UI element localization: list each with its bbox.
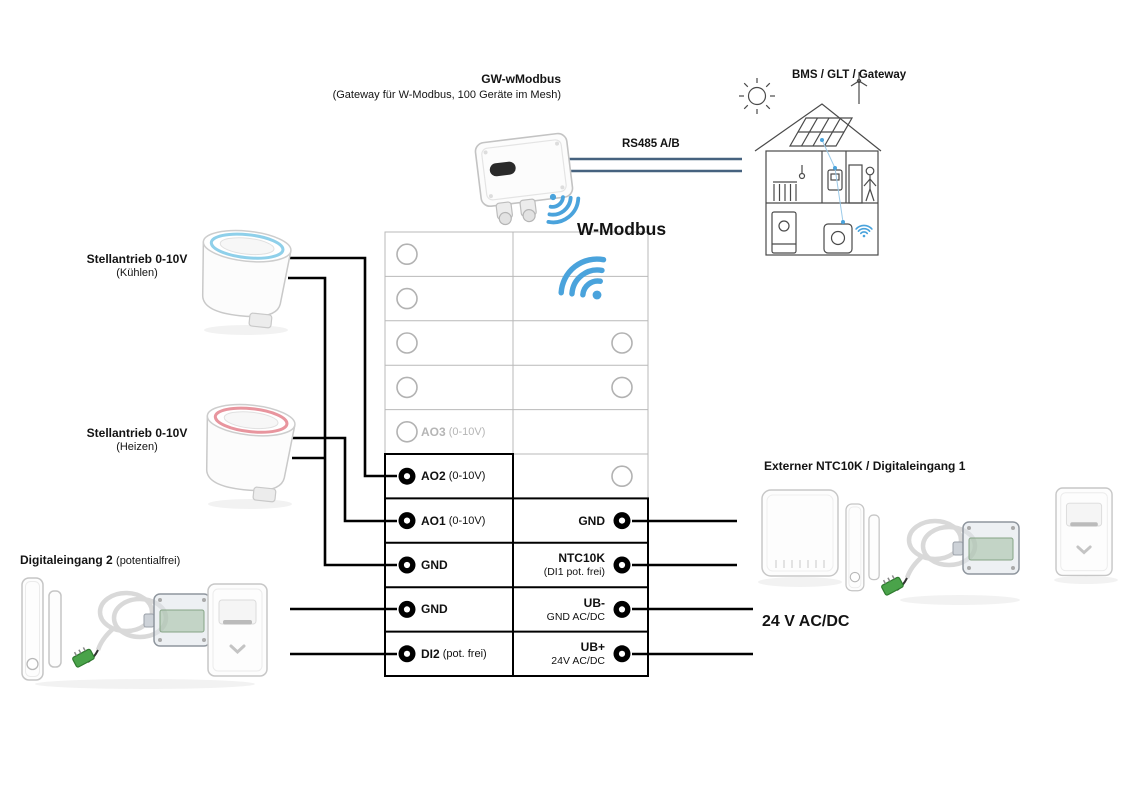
terminal-cell-ub-minus: UB- GND AC/DC [513, 587, 607, 631]
cooling-title: Stellantrieb 0-10V [86, 252, 188, 266]
terminal-name: UB- [583, 595, 605, 610]
radiator-icon [773, 165, 806, 201]
cooling-subtitle: (Kühlen) [116, 267, 158, 279]
digital-input2-subtitle: (potentialfrei) [116, 555, 181, 567]
digital-input2-title: Digitaleingang 2 [20, 553, 113, 567]
mesh-links [821, 139, 844, 223]
thermostat-icon [827, 169, 843, 191]
terminal-cell-gnd-right: GND [513, 498, 607, 542]
wind-turbine-icon [850, 72, 868, 104]
wire-heating-ao1 [292, 436, 397, 523]
terminal-sub: (DI1 pot. frei) [543, 566, 605, 579]
terminal-cell-gnd-b: GND [421, 587, 509, 631]
gateway-title: GW-wModbus [481, 72, 561, 86]
cooling-actuator-label: Stellantrieb 0-10V (Kühlen) [57, 252, 217, 281]
table-wifi-icon [554, 250, 621, 315]
terminal-range: (0-10V) [448, 470, 486, 483]
terminal-name: UB+ [580, 640, 605, 655]
bms-label: BMS / GLT / Gateway [792, 69, 907, 81]
terminal-name: AO3 [421, 424, 446, 439]
wire-cooling-ao2 [288, 256, 397, 478]
terminal-cell-ao3: AO3 (0-10V) [421, 410, 509, 454]
boiler-icon [771, 211, 797, 254]
terminal-sub: GND AC/DC [546, 610, 605, 623]
rs485-lines [566, 157, 742, 173]
terminal-cell-di2: DI2 (pot. frei) [421, 632, 509, 676]
terminal-name: GND [421, 557, 448, 572]
wmodbus-label: W-Modbus [577, 219, 667, 239]
card-switch-left-image [206, 582, 269, 678]
terminal-name: GND [578, 513, 605, 528]
door-contact-left-image [21, 577, 62, 681]
terminal-range: (pot. frei) [442, 647, 487, 660]
terminal-name: NTC10K [558, 551, 605, 566]
room-sensor-image [761, 489, 839, 577]
terminal-name: AO1 [421, 513, 446, 528]
actuator-heating-image [198, 399, 298, 505]
cable-probe-right-image [879, 521, 1019, 596]
gateway-subtitle: (Gateway für W-Modbus, 100 Geräte im Mes… [332, 89, 561, 101]
terminal-cell-ntc10k: NTC10K (DI1 pot. frei) [513, 543, 607, 587]
person-at-door-icon [848, 164, 877, 204]
wire-cooling-gnd [288, 276, 397, 567]
terminal-cell-ao2: AO2 (0-10V) [421, 454, 509, 498]
terminal-range: (0-10V) [448, 425, 486, 438]
terminal-cell-ao1: AO1 (0-10V) [421, 498, 509, 542]
rs485-label: RS485 A/B [622, 138, 680, 150]
terminal-cell-gnd-a: GND [421, 543, 509, 587]
heating-actuator-label: Stellantrieb 0-10V (Heizen) [57, 426, 217, 455]
actuator-cooling-image [194, 225, 294, 331]
card-switch-right-image [1054, 486, 1114, 577]
heating-title: Stellantrieb 0-10V [86, 426, 188, 440]
signal-wires [288, 256, 753, 656]
terminal-circles-active [398, 467, 631, 663]
bms-building-illustration [739, 72, 882, 256]
terminal-circles-unused [396, 243, 633, 488]
device-shadows [35, 325, 1118, 689]
digital-input2-label: Digitaleingang 2 (potentialfrei) [20, 553, 180, 569]
solar-panel-icon [788, 117, 854, 147]
power-label: 24 V AC/DC [762, 613, 850, 630]
external-sensor-label: Externer NTC10K / Digitaleingang 1 [764, 459, 966, 473]
gateway-label-block: GW-wModbus (Gateway für W-Modbus, 100 Ge… [260, 72, 561, 103]
terminal-name: GND [421, 602, 448, 617]
terminal-name: DI2 [421, 646, 440, 661]
sun-icon [739, 78, 775, 114]
hvac-unit-icon [823, 223, 853, 254]
heating-subtitle: (Heizen) [116, 441, 158, 453]
door-contact-right-image [845, 503, 880, 592]
terminal-cell-ub-plus: UB+ 24V AC/DC [513, 632, 607, 676]
terminal-range: (0-10V) [448, 514, 486, 527]
gateway-device-image [474, 132, 574, 226]
house-roof [754, 103, 882, 152]
terminal-sub: 24V AC/DC [551, 655, 605, 668]
terminal-name: AO2 [421, 469, 446, 484]
building-wifi-icon [855, 224, 873, 239]
ss-logo [489, 161, 516, 177]
cable-sensor-left-image [70, 593, 210, 668]
